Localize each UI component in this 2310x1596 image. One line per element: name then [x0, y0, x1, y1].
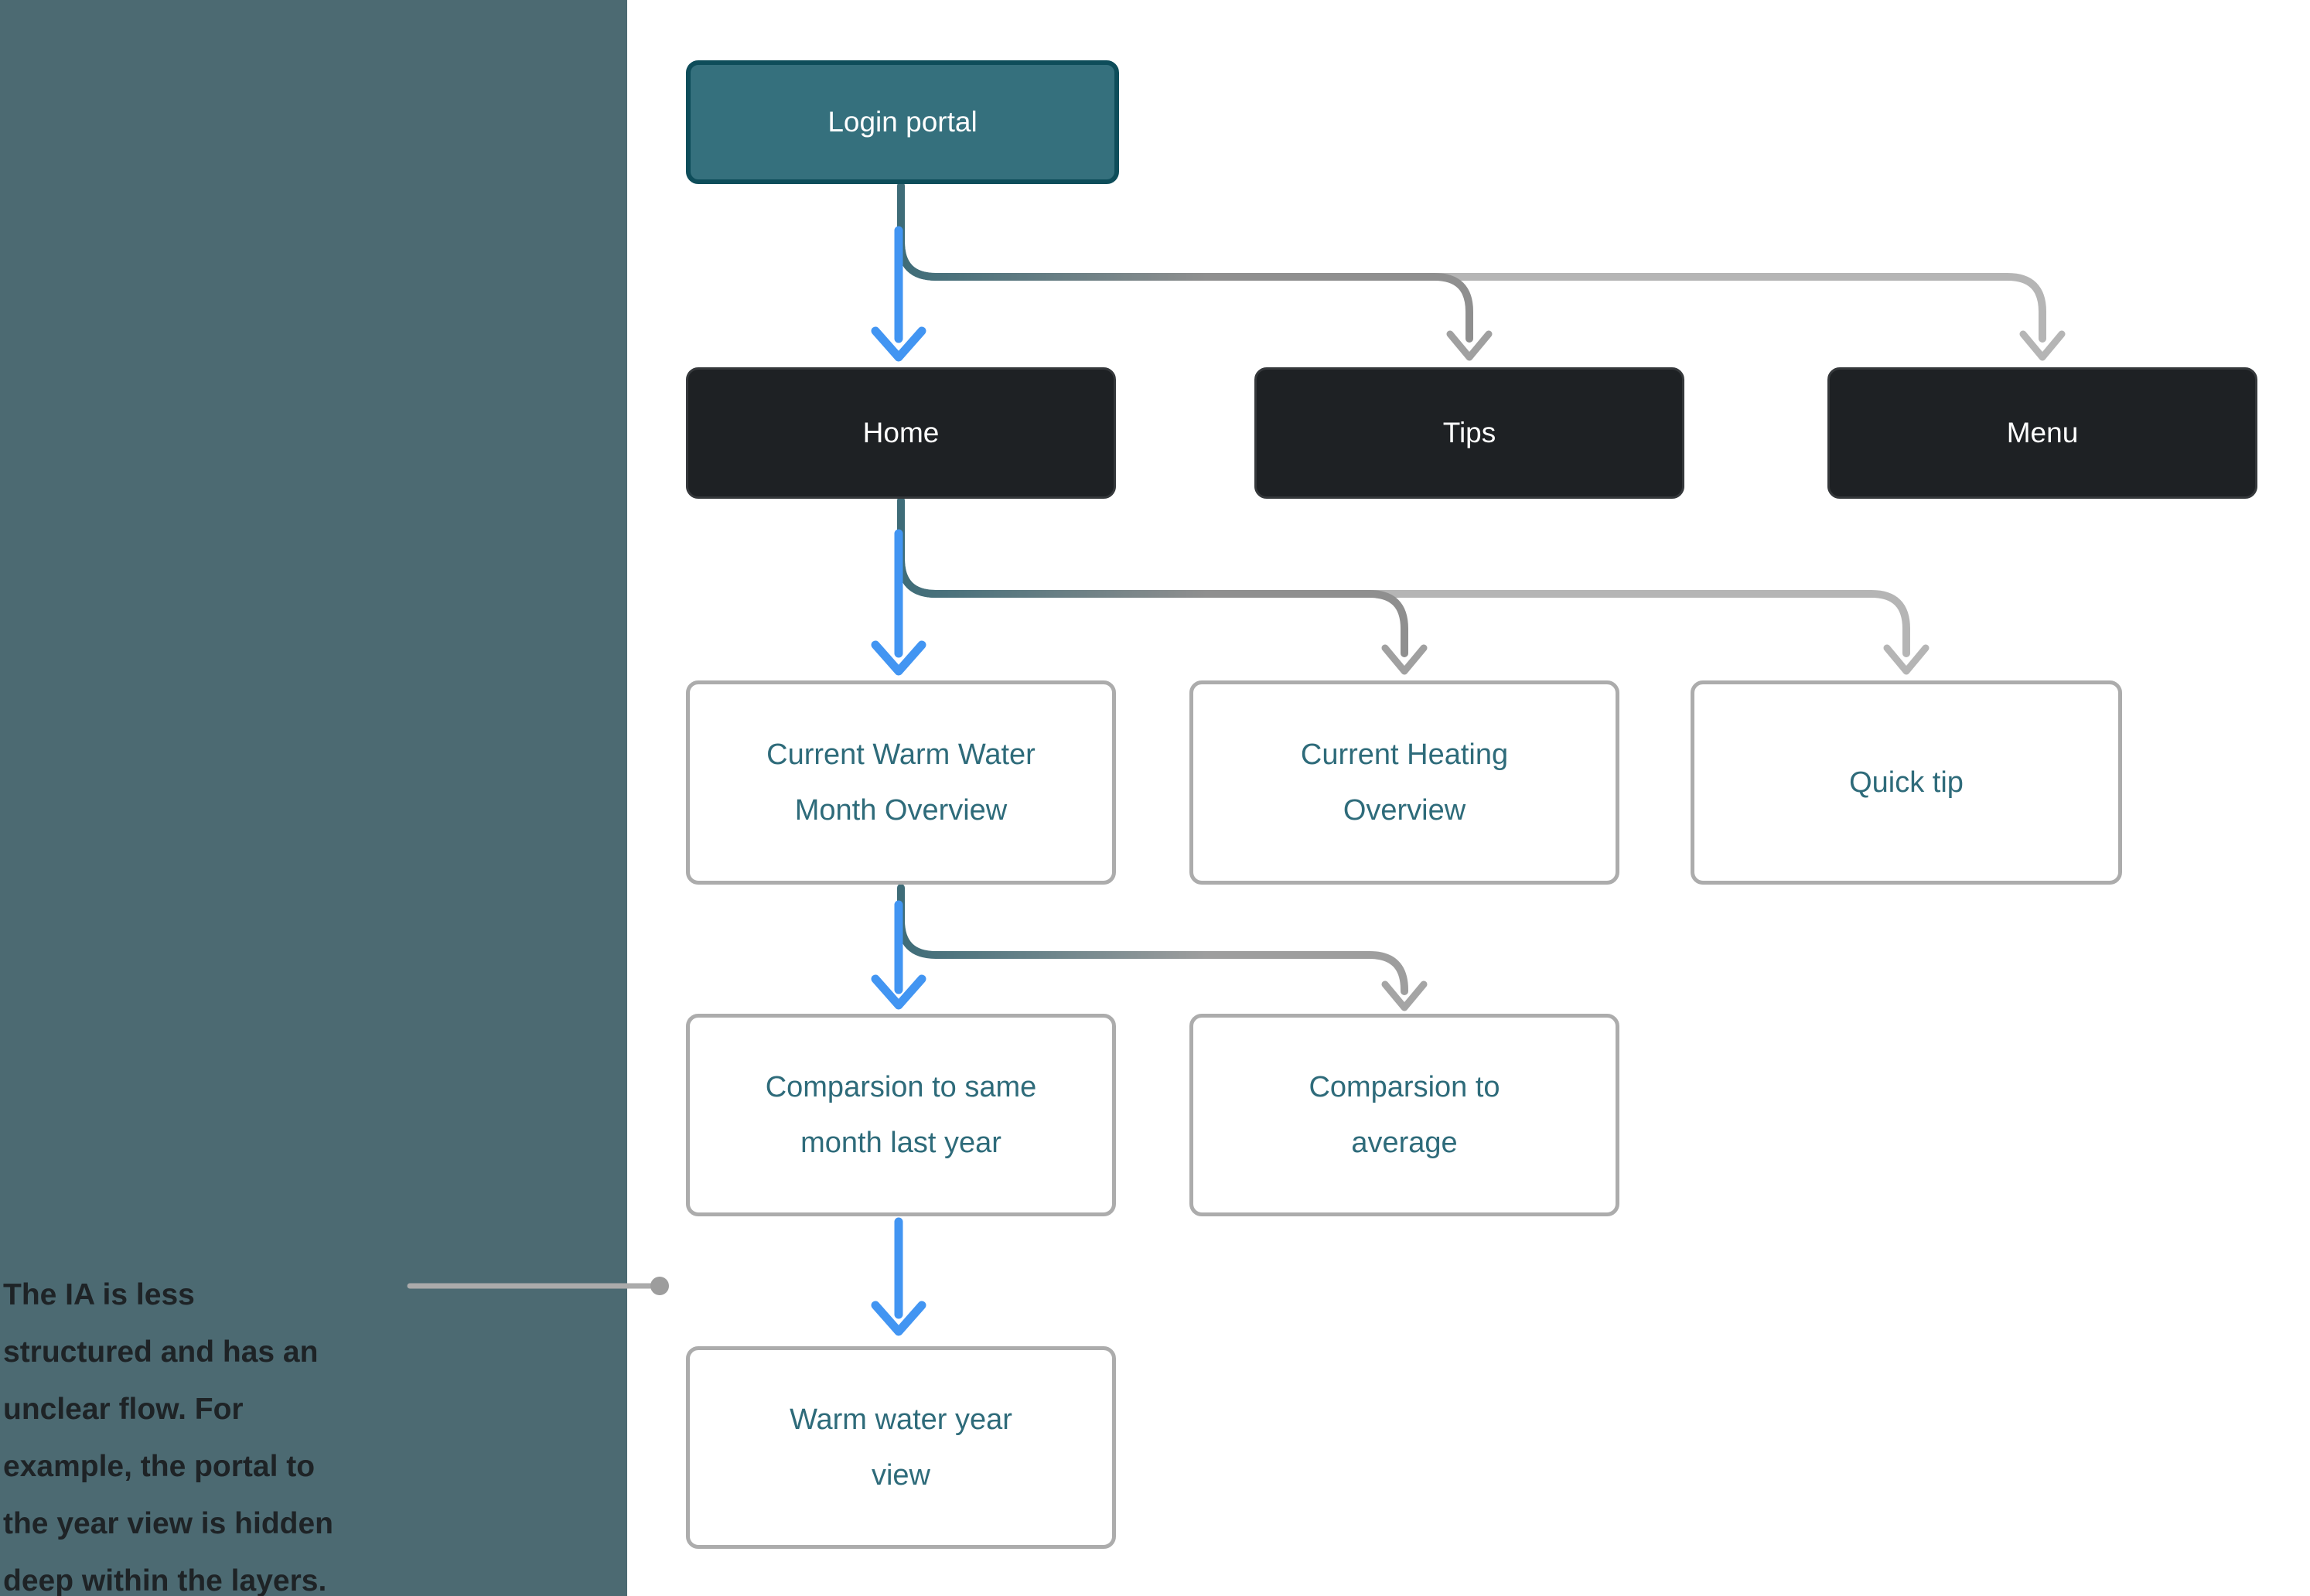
arrowhead-heating: [1381, 644, 1428, 675]
annotation-leader-dot: [650, 1277, 669, 1295]
node-compare-average[interactable]: Comparsion to average: [1189, 1014, 1619, 1216]
node-menu[interactable]: Menu: [1827, 367, 2257, 499]
arrowhead-tips: [1446, 330, 1493, 361]
node-warm-water-year[interactable]: Warm water year view: [686, 1346, 1116, 1549]
node-warm-water-month[interactable]: Current Warm Water Month Overview: [686, 680, 1116, 885]
node-heating-overview[interactable]: Current Heating Overview: [1189, 680, 1619, 885]
connector-to-compare-average: [897, 916, 1408, 995]
connector-home-heating: [897, 555, 1408, 657]
arrowhead-warm-water-month: [871, 640, 926, 676]
connector-login-menu: [897, 238, 2046, 343]
connector-home-quick-tip: [897, 555, 1910, 657]
connector-login-tips: [897, 238, 1473, 343]
node-login-portal[interactable]: Login portal: [686, 60, 1119, 184]
node-compare-month[interactable]: Comparsion to same month last year: [686, 1014, 1116, 1216]
arrowhead-home: [871, 326, 926, 362]
node-tips[interactable]: Tips: [1254, 367, 1684, 499]
arrowhead-quick-tip: [1883, 644, 1930, 675]
annotation-text: The IA is less structured and has an unc…: [3, 1278, 333, 1596]
node-home[interactable]: Home: [686, 367, 1116, 499]
arrowhead-compare-month: [871, 974, 926, 1010]
node-quick-tip[interactable]: Quick tip: [1691, 680, 2122, 885]
arrowhead-compare-average: [1381, 980, 1428, 1011]
sidebar-panel: The IA is less structured and has an unc…: [0, 0, 627, 1596]
arrowhead-menu: [2019, 330, 2066, 361]
arrowhead-warm-water-year: [871, 1301, 926, 1336]
